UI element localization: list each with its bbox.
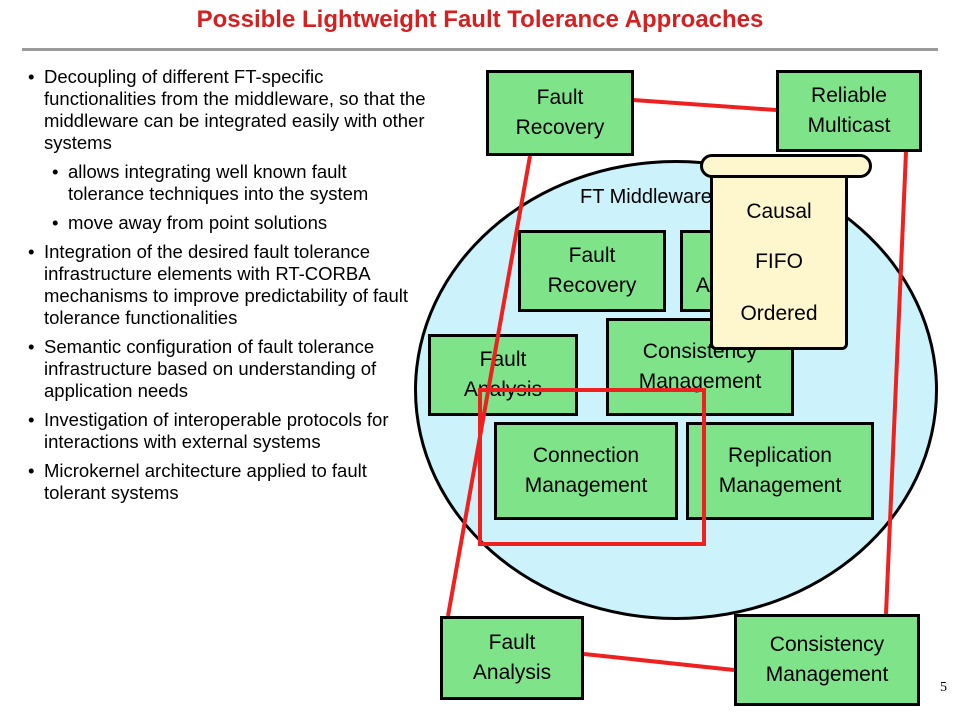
scroll-roll xyxy=(700,154,872,178)
connector-multicast-consistency xyxy=(884,151,908,615)
ordering-scroll: Causal FIFO Ordered xyxy=(700,154,872,352)
sub-bullet-item: allows integrating well known fault tole… xyxy=(50,161,426,205)
page-number: 5 xyxy=(940,680,947,695)
title-divider xyxy=(22,48,938,51)
highlight-rect xyxy=(478,388,706,546)
scroll-item: Causal xyxy=(746,200,812,223)
bullet-list: Decoupling of different FT-specific func… xyxy=(26,66,426,511)
bullet-item: Microkernel architecture applied to faul… xyxy=(26,460,426,504)
bullet-item: Decoupling of different FT-specific func… xyxy=(26,66,426,154)
scroll-item: Ordered xyxy=(740,302,818,325)
bullet-item: Investigation of interoperable protocols… xyxy=(26,409,426,453)
ft-middleware-label: FT Middleware xyxy=(580,186,712,208)
connector-recovery-analysis xyxy=(446,155,532,617)
bullet-item: Semantic configuration of fault toleranc… xyxy=(26,336,426,402)
sub-bullet-item: move away from point solutions xyxy=(50,212,426,234)
scroll-item: FIFO xyxy=(755,250,803,273)
scroll-body xyxy=(710,172,848,350)
slide-title: Possible Lightweight Fault Tolerance App… xyxy=(196,6,764,33)
connector-recovery-multicast xyxy=(633,98,777,112)
connector-analysis-consistency xyxy=(583,652,735,672)
bullet-item: Integration of the desired fault toleran… xyxy=(26,241,426,329)
